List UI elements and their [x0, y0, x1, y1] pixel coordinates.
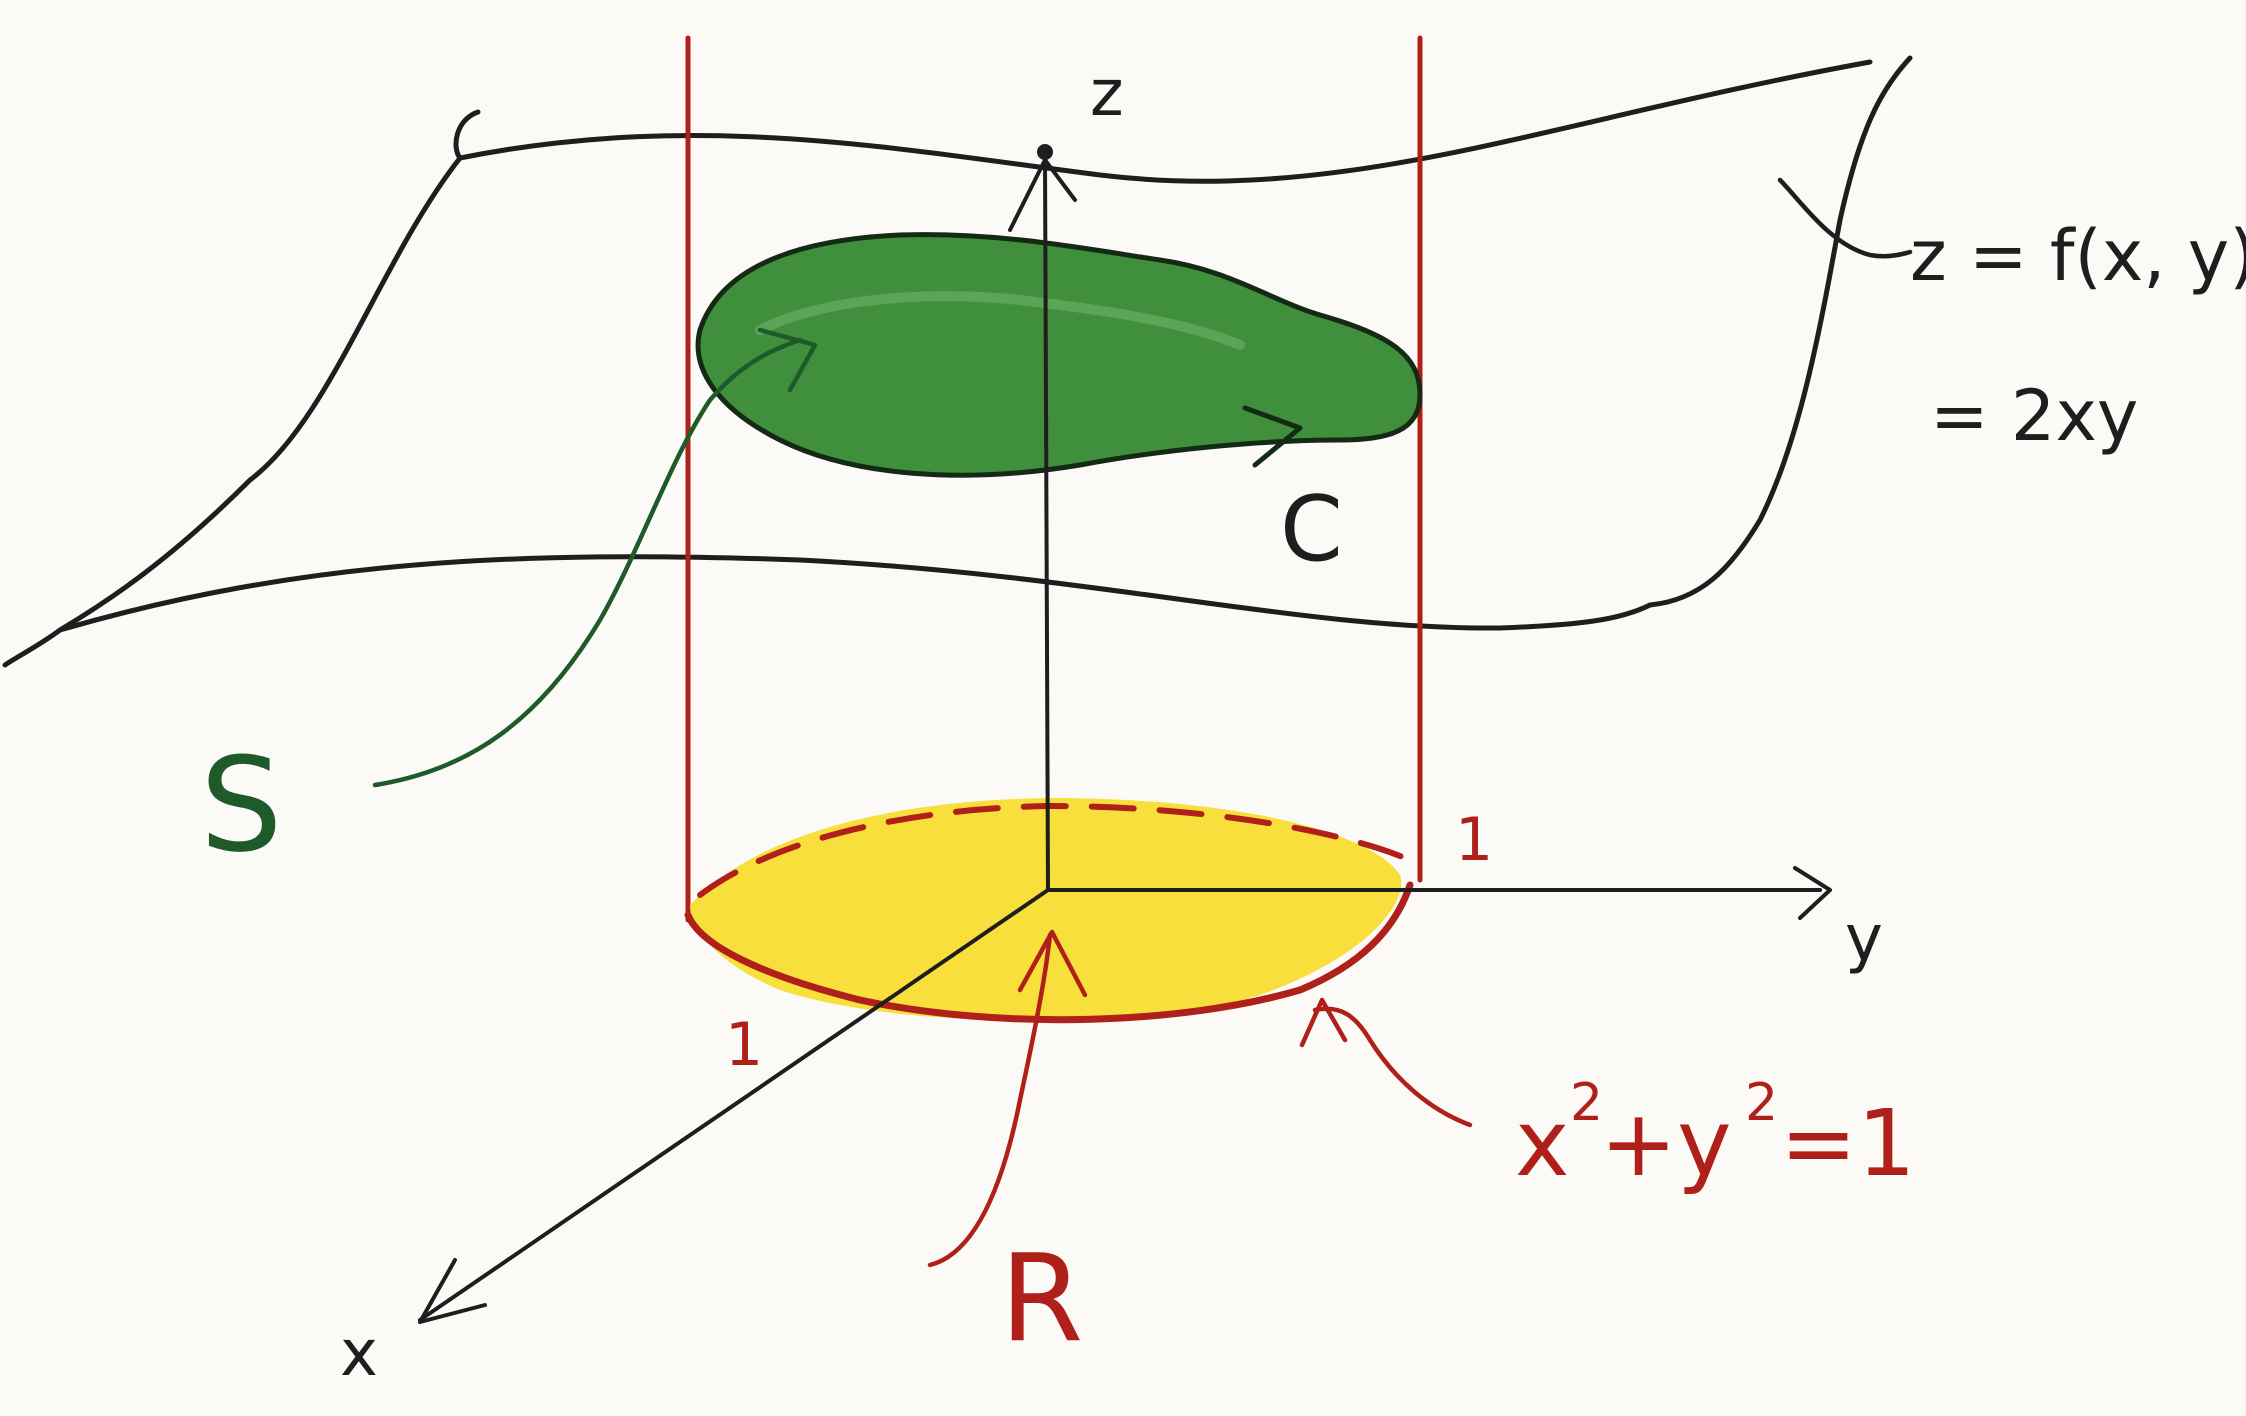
y-axis-arrowhead: [1793, 866, 1832, 920]
patch-fill: [695, 232, 1423, 478]
surface-patch-label: S: [200, 729, 283, 881]
leader-R: [927, 932, 1053, 1268]
sheet-left-edge: [2, 155, 463, 668]
cylinder: [685, 35, 1423, 923]
z-axis-line: [1043, 158, 1050, 892]
z-axis-label: z: [1090, 57, 1124, 131]
circle-equation: x 2 +y 2 =1: [1515, 1073, 1916, 1197]
circle-eq-rhs: =1: [1780, 1090, 1916, 1197]
z-axis-dot: [1037, 144, 1053, 160]
sheet-top-left-curl: [453, 109, 481, 161]
surface-sheet: [2, 55, 1913, 668]
leader-circle-eq: [1312, 1006, 1473, 1128]
circle-eq-exp1: 2: [1570, 1073, 1603, 1133]
sheet-right-edge: [1647, 55, 1913, 608]
curve-C-arrow: [1242, 405, 1303, 468]
surface-equation-line2: = 2xy: [1930, 375, 2138, 457]
leader-R-arrowhead: [1017, 929, 1088, 998]
sheet-bottom-edge: [57, 554, 1653, 633]
axes: [418, 144, 1832, 1324]
sheet-top-edge: [457, 59, 1873, 184]
circle-eq-plus-y: +y: [1600, 1090, 1732, 1197]
y-axis-label: y: [1845, 902, 1883, 976]
circle-eq-exp2: 2: [1745, 1073, 1778, 1133]
disk-front-edge: [684, 881, 1414, 1024]
leader-circle-eq-arrowhead: [1299, 997, 1348, 1048]
region-disk: [684, 798, 1414, 1024]
x-axis-line: [418, 888, 1050, 1322]
circle-eq-x: x: [1515, 1090, 1569, 1197]
surface-patch: [695, 232, 1423, 478]
region-label: R: [1000, 1230, 1083, 1369]
x-axis-label: x: [340, 1317, 378, 1391]
disk-back-dashed: [697, 802, 1413, 898]
tick-label-x: 1: [725, 1010, 763, 1080]
tick-label-y: 1: [1455, 805, 1493, 875]
patch-highlight: [755, 291, 1245, 350]
labels: z y x z = f(x, y) = 2xy C S R 1 1 x 2 +y…: [200, 57, 2246, 1391]
leader-S-arrowhead: [757, 327, 818, 393]
leader-S: [372, 337, 803, 788]
x-axis-arrowhead: [418, 1258, 487, 1324]
leader-surface-eq: [1777, 177, 1913, 259]
disk-fill: [690, 798, 1402, 1021]
curve-label: C: [1280, 477, 1343, 582]
surface-equation-line1: z = f(x, y): [1910, 215, 2246, 297]
leaders: [372, 177, 1913, 1268]
